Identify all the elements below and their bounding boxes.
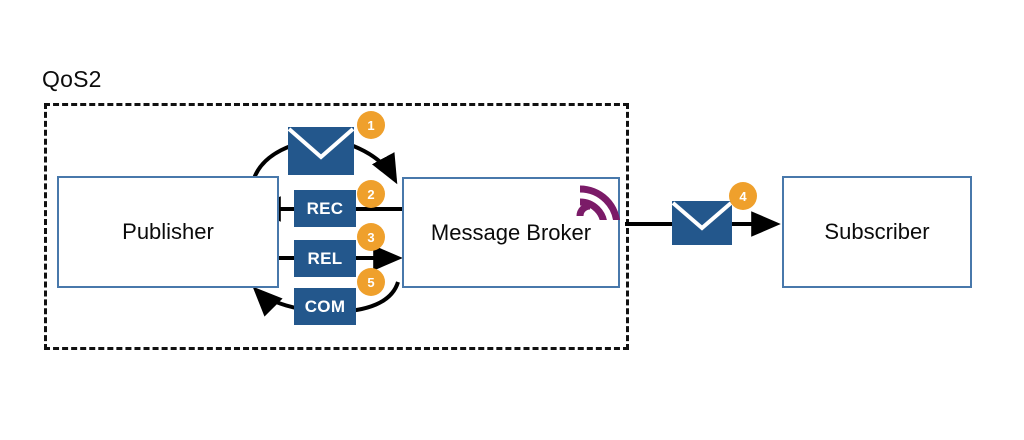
ack-chip-rec-label: REC — [306, 198, 344, 218]
node-publisher-label: Publisher — [122, 219, 214, 244]
ack-chip-com[interactable]: COM — [294, 288, 356, 325]
step-badge-2: 2 — [357, 180, 385, 208]
qos-group-boundary — [44, 103, 629, 350]
ack-chip-rec[interactable]: REC — [294, 190, 356, 227]
node-subscriber[interactable]: Subscriber — [782, 176, 972, 288]
ack-chip-com-label: COM — [304, 296, 346, 316]
ack-chip-rel-label: REL — [307, 248, 343, 268]
envelope-icon-step-4[interactable] — [672, 201, 732, 245]
node-message-broker[interactable]: Message Broker — [402, 177, 620, 288]
step-badge-5: 5 — [357, 268, 385, 296]
node-publisher[interactable]: Publisher — [57, 176, 279, 288]
step-badge-4: 4 — [729, 182, 757, 210]
node-message-broker-label: Message Broker — [430, 219, 592, 245]
node-subscriber-label: Subscriber — [824, 219, 930, 244]
step-badge-1: 1 — [357, 111, 385, 139]
step-badge-3: 3 — [357, 223, 385, 251]
envelope-icon-step-1[interactable] — [288, 127, 354, 175]
ack-chip-rel[interactable]: REL — [294, 240, 356, 277]
broadcast-signal-icon — [576, 185, 620, 220]
qos-group-label: QoS2 — [42, 66, 102, 92]
